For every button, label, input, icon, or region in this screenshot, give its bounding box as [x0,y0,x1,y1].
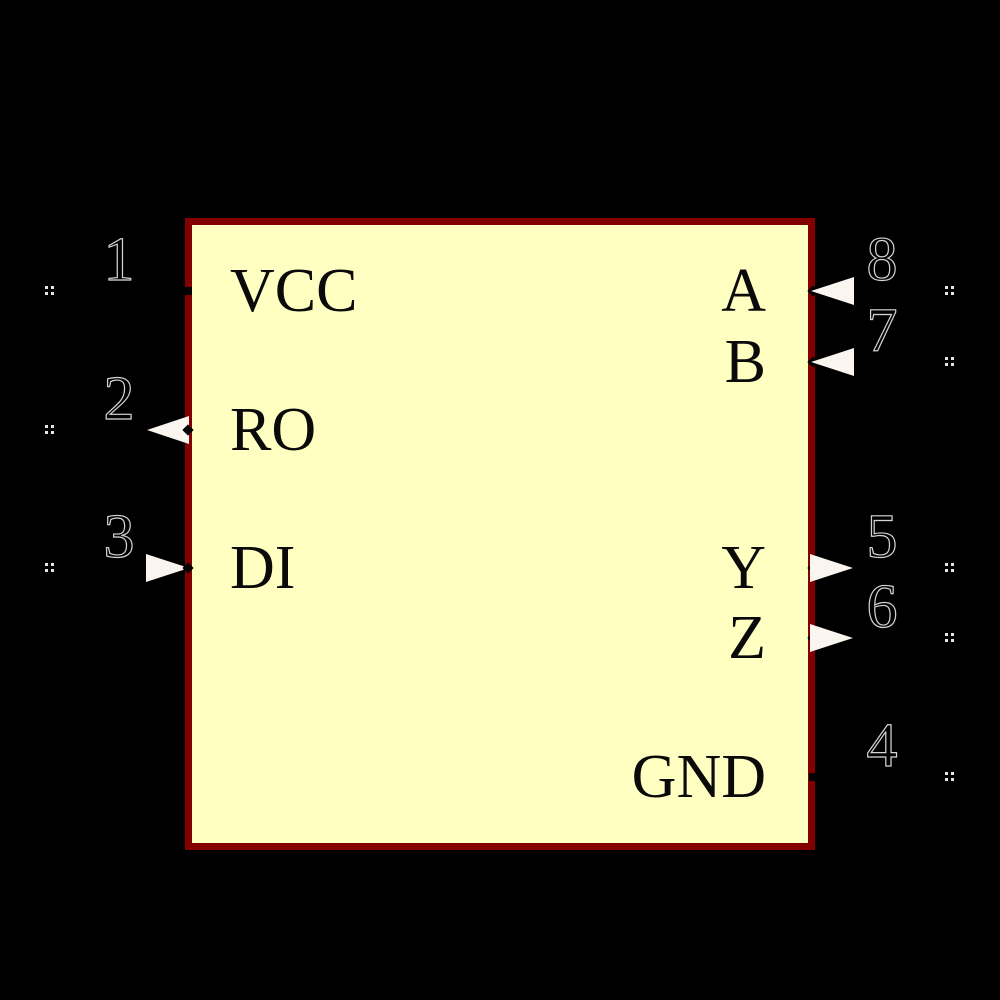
pin-label: B [724,328,766,396]
pin-number: 8 [866,226,898,294]
input-arrow-icon [811,348,854,376]
pin-endpoint-marker [945,357,948,360]
output-arrow-icon [810,554,853,582]
pin-endpoint-marker [945,563,948,566]
pin-number: 1 [103,226,135,294]
pin-number: 7 [866,297,898,365]
pin-number: 5 [866,503,898,571]
pin-label: A [721,257,766,325]
pin-label: Y [721,534,766,602]
pin-label: Z [728,604,766,672]
pin-label: DI [230,534,296,602]
pin-endpoint-marker [945,286,948,289]
pin-label: VCC [230,257,358,325]
pin-endpoint-marker [45,563,48,566]
pin-endpoint-marker [45,286,48,289]
pin-number: 6 [866,573,898,641]
pin-number: 2 [103,365,135,433]
pin-number: 3 [103,503,135,571]
pin-label: GND [631,743,766,811]
output-arrow-icon [810,624,853,652]
pin-stub [809,773,817,781]
pin-endpoint-marker [945,633,948,636]
input-arrow-icon [811,277,854,305]
pin-endpoint-marker [945,772,948,775]
pin-endpoint-marker [45,425,48,428]
pin-label: RO [230,396,317,464]
pin-number: 4 [866,712,898,780]
pin-stub [184,287,192,295]
symbol-body[interactable] [185,218,815,850]
